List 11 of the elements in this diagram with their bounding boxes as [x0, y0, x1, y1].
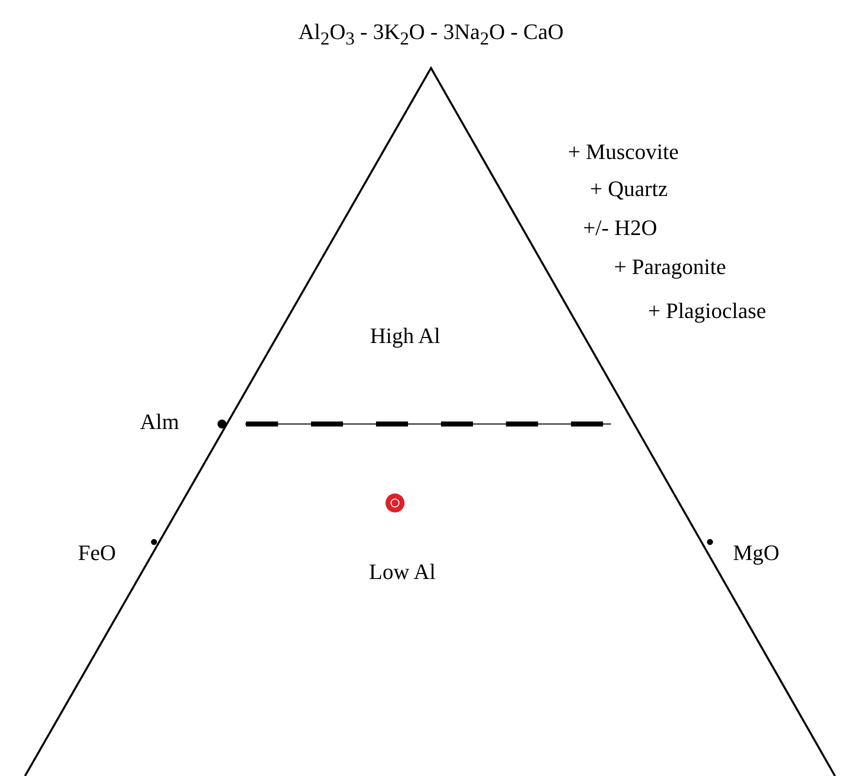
- apex-label: Al$_{2}$O$_{3}$ - 3K$_{2}$O - 3Na$_{2}$O - CaO: [298, 21, 564, 48]
- mineral-label: +/- H2O: [583, 217, 658, 239]
- mineral-label: + Muscovite: [568, 141, 679, 163]
- endmember-label: Alm: [140, 411, 180, 433]
- mineral-label: + Quartz: [590, 178, 668, 200]
- endmember-label: FeO: [78, 542, 116, 564]
- mineral-label: + Plagioclase: [648, 300, 766, 322]
- region-label: High Al: [370, 325, 440, 347]
- mineral-label: + Paragonite: [614, 256, 726, 278]
- region-label: Low Al: [369, 561, 436, 583]
- endmember-label: MgO: [733, 542, 780, 564]
